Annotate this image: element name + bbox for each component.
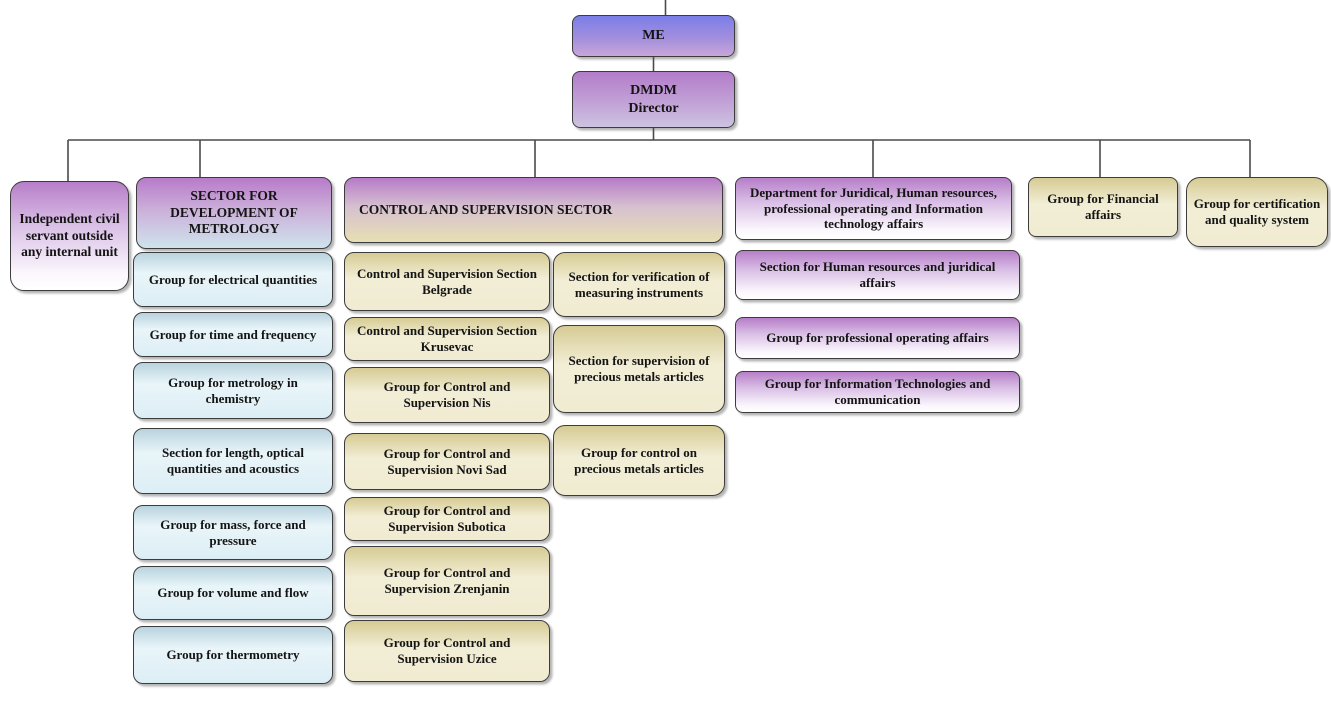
node-group-electrical-quantities: Group for electrical quantities bbox=[133, 252, 333, 307]
node-group-thermometry: Group for thermometry bbox=[133, 626, 333, 684]
node-group-time-frequency: Group for time and frequency bbox=[133, 312, 333, 357]
node-group-professional-operating: Group for professional operating affairs bbox=[735, 317, 1020, 359]
node-section-verification-measuring-instruments: Section for verification of measuring in… bbox=[553, 252, 725, 317]
node-independent-civil-servant: Independent civil servant outside any in… bbox=[10, 181, 129, 291]
node-cs-group-subotica: Group for Control and Supervision Suboti… bbox=[344, 497, 550, 541]
node-sector-development-metrology: SECTOR FOR DEVELOPMENT OF METROLOGY bbox=[136, 177, 332, 249]
node-group-certification-quality: Group for certification and quality syst… bbox=[1186, 177, 1328, 247]
node-cs-section-belgrade: Control and Supervision Section Belgrade bbox=[344, 252, 550, 311]
node-me: ME bbox=[572, 15, 735, 57]
node-dmdm-director: DMDM Director bbox=[572, 71, 735, 128]
node-department-juridical-hr-it: Department for Juridical, Human resource… bbox=[735, 177, 1012, 240]
node-section-supervision-precious-metals: Section for supervision of precious meta… bbox=[553, 325, 725, 413]
node-group-mass-force-pressure: Group for mass, force and pressure bbox=[133, 505, 333, 560]
node-section-human-resources-juridical: Section for Human resources and juridica… bbox=[735, 250, 1020, 300]
node-group-it-communication: Group for Information Technologies and c… bbox=[735, 371, 1020, 413]
node-cs-group-novi-sad: Group for Control and Supervision Novi S… bbox=[344, 433, 550, 490]
node-group-control-precious-metals: Group for control on precious metals art… bbox=[553, 425, 725, 496]
node-group-metrology-chemistry: Group for metrology in chemistry bbox=[133, 362, 333, 419]
node-cs-group-uzice: Group for Control and Supervision Uzice bbox=[344, 620, 550, 682]
node-group-volume-flow: Group for volume and flow bbox=[133, 566, 333, 620]
node-cs-section-krusevac: Control and Supervision Section Krusevac bbox=[344, 317, 550, 361]
node-section-length-optical-acoustics: Section for length, optical quantities a… bbox=[133, 428, 333, 494]
node-group-financial-affairs: Group for Financial affairs bbox=[1028, 177, 1178, 237]
node-control-supervision-sector: CONTROL AND SUPERVISION SECTOR bbox=[344, 177, 723, 243]
node-cs-group-zrenjanin: Group for Control and Supervision Zrenja… bbox=[344, 546, 550, 616]
node-cs-group-nis: Group for Control and Supervision Nis bbox=[344, 367, 550, 423]
